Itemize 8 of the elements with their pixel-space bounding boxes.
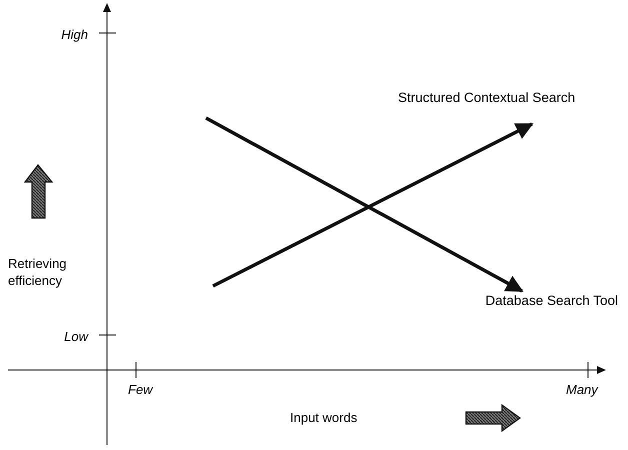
axis-tick-label: High <box>60 26 88 44</box>
axis-tick-label: Low <box>63 328 88 346</box>
series-label: Database Search Tool <box>485 292 618 310</box>
axis-tick-label: Few <box>128 381 153 399</box>
axis-title: Retrieving efficiency <box>8 255 68 289</box>
series-label: Structured Contextual Search <box>398 89 576 107</box>
axis-tick-label: Many <box>566 381 598 399</box>
axis-title: Input words <box>290 409 358 427</box>
